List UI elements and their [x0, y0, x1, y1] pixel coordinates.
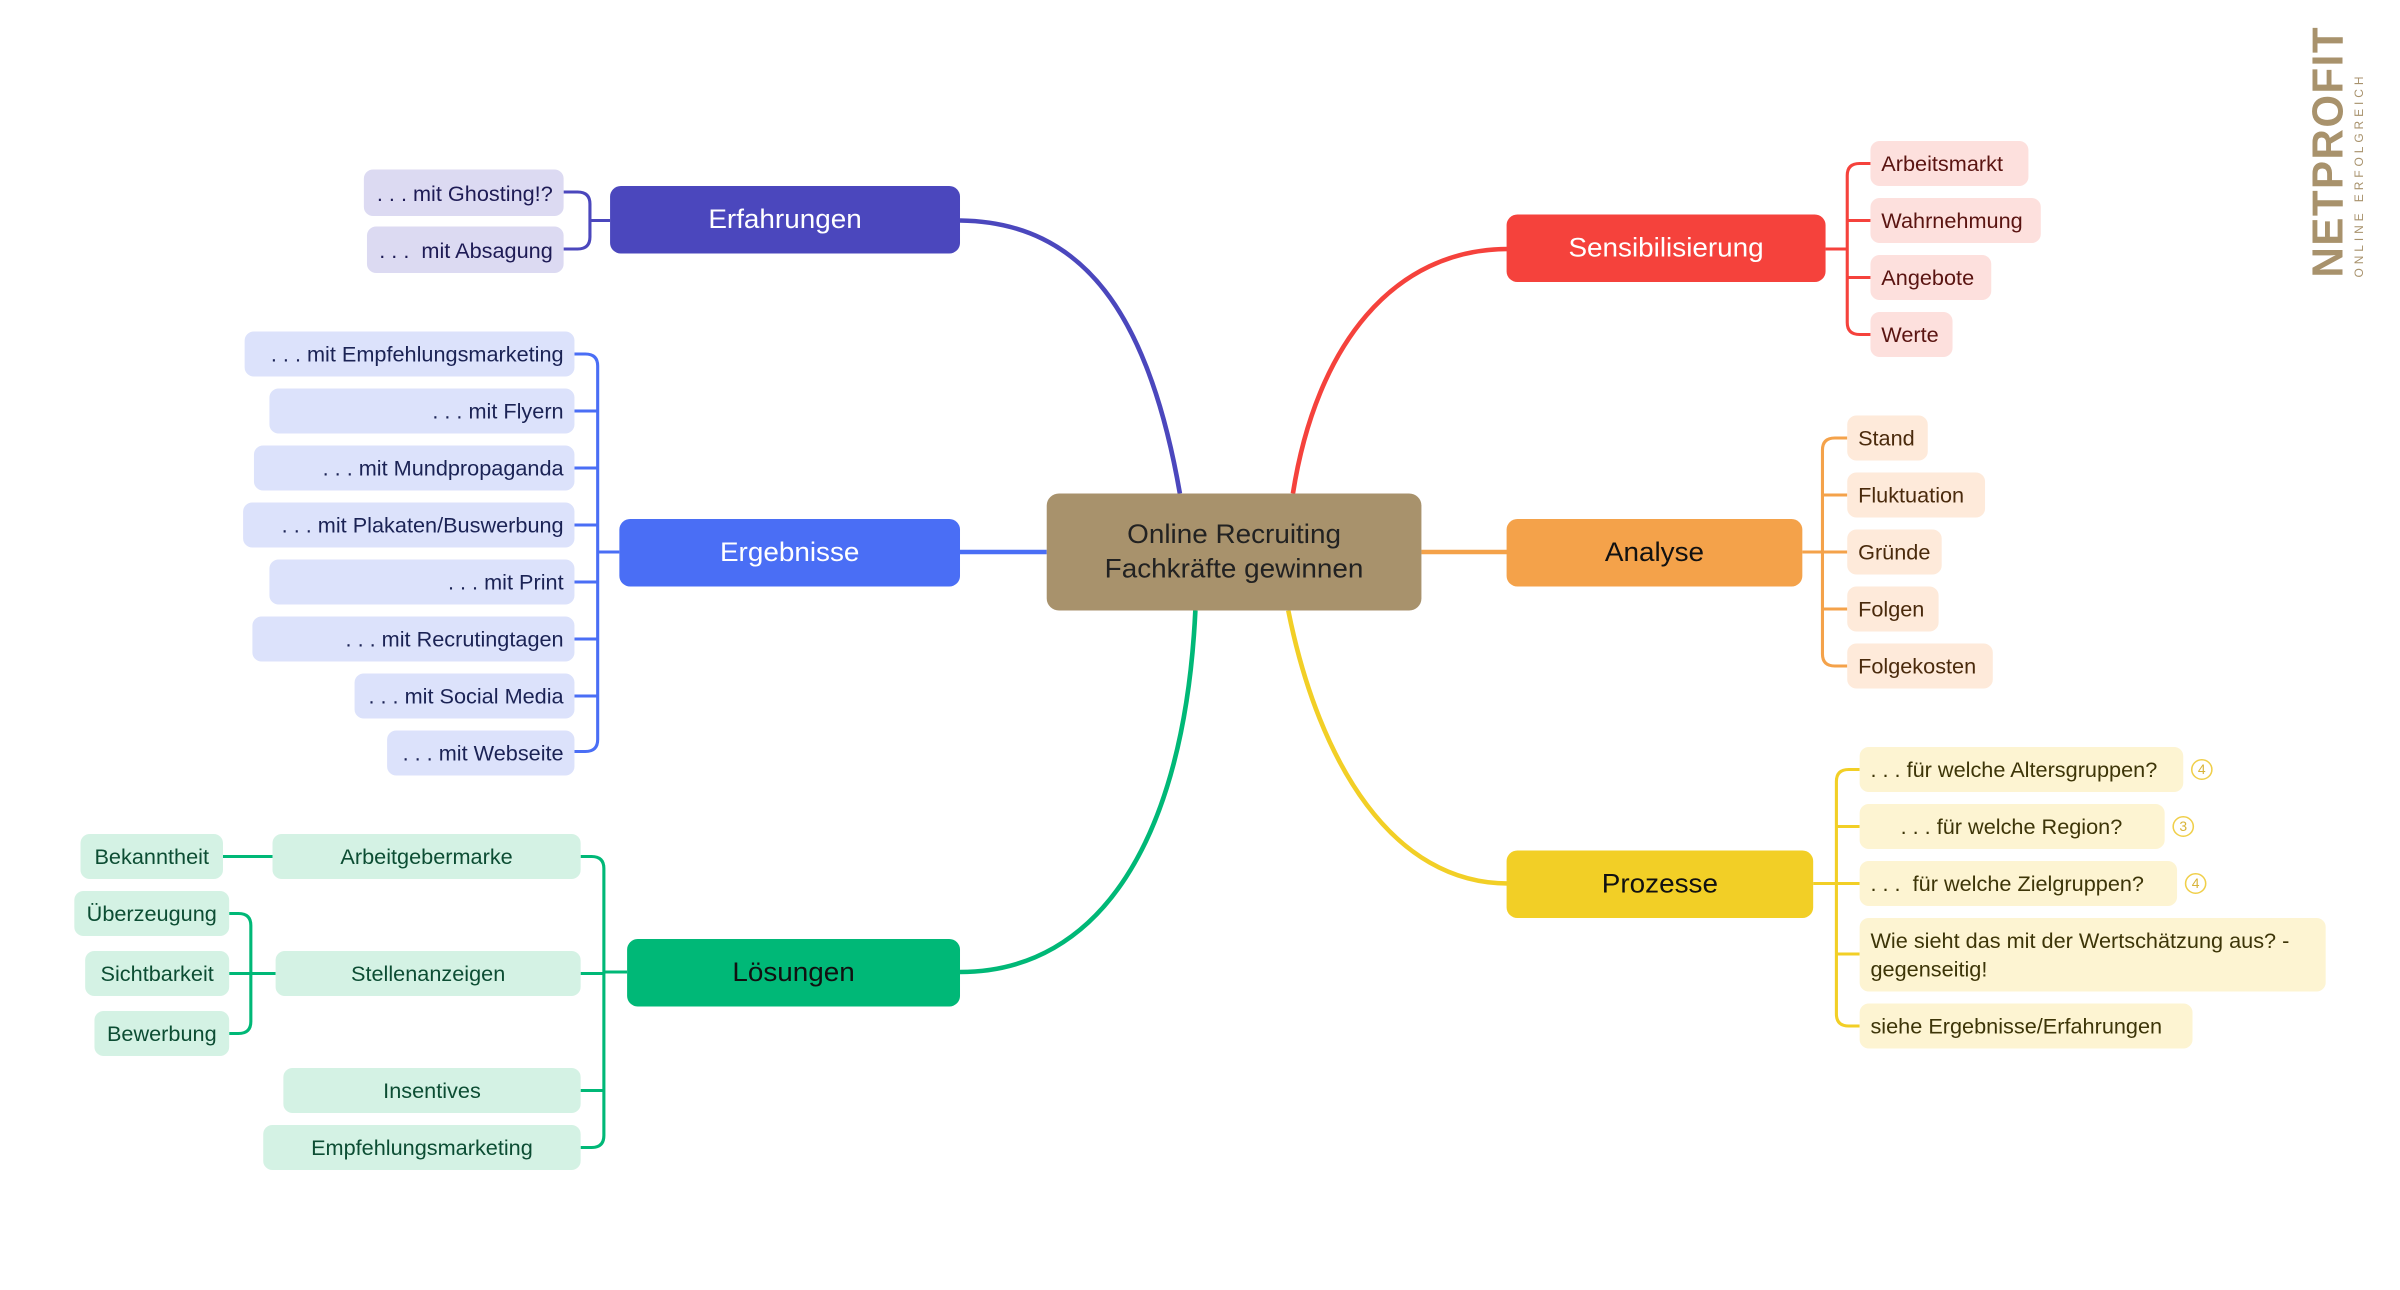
- subtopic-analyse-fluktuation[interactable]: Fluktuation: [1847, 472, 1986, 518]
- subtopic-label: Wahrnehmung: [1881, 208, 2023, 233]
- subtopic-label: . . . für welche Region?: [1870, 814, 2123, 839]
- subtopic-prozesse-wertschaetzung[interactable]: Wie sieht das mit der Wertschätzung aus?…: [1859, 918, 2326, 992]
- subtopic-analyse-folgen[interactable]: Folgen: [1847, 586, 1939, 632]
- subtopic-loesungen-arbeitgebermarke[interactable]: Arbeitgebermarke: [272, 834, 581, 879]
- root-topic[interactable]: Online Recruiting Fachkräfte gewinnen: [1046, 493, 1422, 611]
- subtopic-ergebnisse-plakaten[interactable]: . . . mit Plakaten/Buswerbung: [243, 502, 575, 548]
- subtopic-ergebnisse-empfehlungsmarketing[interactable]: . . . mit Empfehlungsmarketing: [244, 331, 575, 377]
- subtopic-label: Werte: [1881, 322, 1939, 347]
- subtopic-erfahrungen-ghosting[interactable]: . . . mit Ghosting!?: [363, 169, 564, 216]
- subtopic-label: Sichtbarkeit: [100, 961, 214, 986]
- topic-loesungen-label: Lösungen: [732, 957, 855, 987]
- subtopic-loesungen-insentives[interactable]: Insentives: [283, 1068, 581, 1113]
- subtopic-loesungen-stellenanzeigen[interactable]: Stellenanzeigen: [275, 951, 581, 996]
- subtopic-loesungen-ueberzeugung[interactable]: Überzeugung: [74, 891, 230, 936]
- subtopic-prozesse-zielgruppen[interactable]: . . . für welche Zielgruppen?: [1859, 861, 2178, 906]
- subtopic-erfahrungen-absagung[interactable]: . . . mit Absagung: [366, 226, 564, 273]
- topic-sensibilisierung-label: Sensibilisierung: [1568, 232, 1764, 263]
- topic-erfahrungen-label: Erfahrungen: [708, 204, 862, 234]
- root-title-line1: Online Recruiting: [1127, 519, 1341, 549]
- links-loesungen: [222, 855, 628, 1149]
- subtopic-label: . . . mit Flyern: [432, 399, 564, 423]
- subtopic-label: . . . mit Print: [447, 570, 564, 594]
- subtopic-label: . . . mit Webseite: [402, 741, 564, 765]
- subtopic-label: siehe Ergebnisse/Erfahrungen: [1870, 1014, 2163, 1038]
- subtopic-label: Gründe: [1858, 540, 1931, 564]
- subtopic-analyse-gruende[interactable]: Gründe: [1847, 529, 1942, 575]
- subtopic-label: Bewerbung: [106, 1021, 217, 1046]
- subtopic-label: . . . mit Ghosting!?: [376, 180, 553, 205]
- link-loesungen: [960, 610, 1198, 975]
- subtopic-prozesse-region[interactable]: . . . für welche Region?: [1859, 804, 2165, 849]
- topic-sensibilisierung[interactable]: Sensibilisierung: [1506, 214, 1826, 282]
- topic-erfahrungen[interactable]: Erfahrungen: [610, 186, 961, 254]
- subtopic-label: Empfehlungsmarketing: [311, 1135, 533, 1160]
- topic-ergebnisse[interactable]: Ergebnisse: [619, 519, 961, 587]
- topic-prozesse[interactable]: Prozesse: [1506, 850, 1814, 918]
- subtopic-ergebnisse-flyern[interactable]: . . . mit Flyern: [269, 388, 575, 434]
- subtopic-prozesse-altersgruppen[interactable]: . . . für welche Altersgruppen?: [1859, 747, 2184, 792]
- subtopic-sensibilisierung-arbeitsmarkt[interactable]: Arbeitsmarkt: [1870, 141, 2029, 186]
- subtopic-label: Arbeitsmarkt: [1881, 151, 2003, 176]
- topic-loesungen[interactable]: Lösungen: [627, 939, 961, 1007]
- badge-region[interactable]: 3: [2172, 816, 2195, 837]
- subtopic-ergebnisse-recrutingtagen[interactable]: . . . mit Recrutingtagen: [252, 616, 575, 662]
- subtopic-loesungen-sichtbarkeit[interactable]: Sichtbarkeit: [85, 951, 230, 996]
- subtopic-loesungen-bekanntheit[interactable]: Bekanntheit: [80, 834, 223, 879]
- subtopic-ergebnisse-mundpropaganda[interactable]: . . . mit Mundpropaganda: [253, 445, 575, 491]
- subtopic-label: . . . mit Recrutingtagen: [345, 627, 564, 651]
- subtopic-analyse-folgekosten[interactable]: Folgekosten: [1847, 643, 1993, 689]
- logo-wordmark: NETPROFIT: [2304, 25, 2353, 278]
- subtopic-sensibilisierung-werte[interactable]: Werte: [1870, 312, 1953, 357]
- subtopic-label: . . . für welche Zielgruppen?: [1870, 871, 2145, 896]
- topic-analyse[interactable]: Analyse: [1506, 519, 1803, 587]
- link-prozesse: [1285, 610, 1509, 886]
- subtopic-label: . . . mit Empfehlungsmarketing: [270, 342, 564, 366]
- subtopic-label: Folgen: [1858, 597, 1925, 621]
- subtopic-label: Insentives: [383, 1078, 481, 1103]
- netprofit-logo: NETPROFIT ONLINE ERFOLGREICH: [2304, 26, 2372, 285]
- subtopic-ergebnisse-print[interactable]: . . . mit Print: [269, 559, 575, 605]
- subtopic-label: Fluktuation: [1858, 483, 1965, 507]
- links-analyse: [1802, 436, 1848, 668]
- logo-tagline: ONLINE ERFOLGREICH: [2352, 72, 2366, 278]
- subtopic-label: Stand: [1858, 426, 1915, 450]
- subtopic-loesungen-empfehlungsmarketing[interactable]: Empfehlungsmarketing: [263, 1125, 581, 1170]
- subtopic-ergebnisse-social-media[interactable]: . . . mit Social Media: [354, 673, 575, 719]
- subtopic-loesungen-bewerbung[interactable]: Bewerbung: [94, 1011, 230, 1056]
- links-prozesse: [1813, 768, 1860, 1028]
- badge-altersgruppen[interactable]: 4: [2190, 759, 2213, 780]
- subtopic-label: Arbeitgebermarke: [340, 844, 513, 869]
- link-erfahrungen: [959, 218, 1183, 494]
- topic-analyse-label: Analyse: [1604, 537, 1705, 567]
- subtopic-label: Bekanntheit: [94, 844, 209, 869]
- subtopic-label: . . . mit Mundpropaganda: [322, 456, 564, 480]
- subtopic-label: Angebote: [1881, 265, 1975, 290]
- subtopic-label: Folgekosten: [1858, 654, 1977, 678]
- root-title-line2: Fachkräfte gewinnen: [1104, 553, 1364, 584]
- topic-ergebnisse-label: Ergebnisse: [719, 537, 860, 567]
- subtopic-label: . . . für welche Altersgruppen?: [1870, 757, 2158, 782]
- topic-prozesse-label: Prozesse: [1601, 868, 1718, 899]
- subtopic-label: Wie sieht das mit der Wertschätzung aus?…: [1870, 927, 2290, 981]
- subtopic-sensibilisierung-angebote[interactable]: Angebote: [1870, 255, 1992, 300]
- subtopic-sensibilisierung-wahrnehmung[interactable]: Wahrnehmung: [1870, 198, 2041, 243]
- links-sensibilisierung: [1825, 162, 1871, 336]
- subtopic-label: Überzeugung: [86, 901, 217, 926]
- subtopic-label: Stellenanzeigen: [350, 961, 506, 986]
- subtopic-ergebnisse-webseite[interactable]: . . . mit Webseite: [387, 730, 575, 776]
- subtopic-label: . . . mit Absagung: [379, 237, 553, 262]
- subtopic-label: . . . mit Plakaten/Buswerbung: [281, 513, 564, 537]
- subtopic-prozesse-siehe[interactable]: siehe Ergebnisse/Erfahrungen: [1859, 1003, 2193, 1049]
- link-sensibilisierung: [1290, 246, 1509, 494]
- links-ergebnisse: [574, 352, 620, 753]
- links-erfahrungen: [563, 190, 611, 251]
- badge-zielgruppen[interactable]: 4: [2184, 873, 2207, 894]
- subtopic-label: . . . mit Social Media: [368, 684, 564, 708]
- subtopic-analyse-stand[interactable]: Stand: [1847, 415, 1928, 461]
